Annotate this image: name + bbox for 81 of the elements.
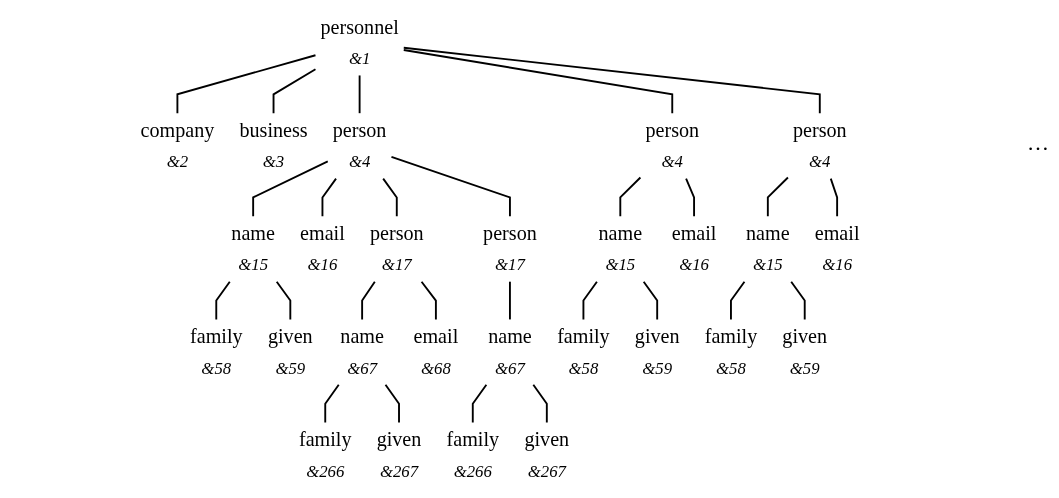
connector: [619, 176, 642, 218]
node-text: email: [671, 222, 717, 244]
node-text: name: [746, 222, 790, 244]
node-text: email: [814, 222, 860, 244]
connector: [730, 280, 746, 321]
connector: [532, 383, 548, 424]
connector: [790, 280, 806, 321]
connector: [384, 383, 400, 424]
node-text: person: [645, 119, 700, 141]
node-text: family: [446, 428, 500, 451]
connector: [215, 280, 231, 321]
connector: [829, 177, 839, 218]
node-text: name: [488, 325, 532, 348]
node-label: &58: [201, 358, 232, 378]
connector: [390, 155, 511, 218]
node-label: &15: [752, 255, 783, 275]
connector: [382, 177, 398, 218]
node-text: company: [140, 119, 215, 141]
node-label: &2: [166, 152, 189, 172]
connector: [685, 177, 695, 218]
connector: [252, 160, 329, 218]
node-text: family: [190, 325, 243, 348]
node-label: &267: [379, 461, 419, 481]
node-text: person: [792, 119, 847, 141]
node-text: family: [298, 428, 352, 451]
node-label: &59: [642, 358, 673, 378]
node-text: email: [300, 222, 345, 244]
node-text: email: [413, 325, 459, 348]
node-text: given: [782, 325, 828, 348]
node-label: &4: [348, 152, 371, 172]
node-text: name: [231, 222, 275, 244]
node-text: person: [369, 222, 424, 244]
connector: [642, 280, 659, 321]
connector: [176, 54, 317, 115]
node-label: &67: [347, 358, 378, 378]
node-label: &16: [822, 255, 853, 275]
connector: [402, 49, 674, 115]
node-label: &68: [420, 358, 451, 378]
node-label: &4: [809, 152, 831, 172]
node-label: &266: [453, 461, 492, 481]
node-text: given: [376, 428, 422, 451]
node-label: &59: [789, 358, 820, 378]
connector: [272, 68, 317, 115]
ellipsis-text: …: [1027, 130, 1049, 156]
connector: [420, 280, 437, 321]
node-label: &16: [307, 255, 338, 275]
node-label: &15: [605, 255, 636, 275]
node-label: &58: [716, 358, 746, 378]
connector: [766, 176, 789, 218]
node-label: &67: [495, 358, 525, 378]
node-text: family: [704, 325, 758, 348]
node-label: &17: [495, 255, 525, 275]
node-text: given: [267, 325, 313, 348]
node-label: &1: [348, 49, 371, 68]
node-text: business: [239, 119, 308, 141]
node-text: name: [598, 222, 643, 244]
connector: [509, 280, 511, 321]
node-text: given: [524, 428, 570, 451]
connector: [324, 383, 340, 424]
node-text: given: [634, 325, 680, 348]
node-label: &4: [661, 152, 683, 172]
node-label: &58: [568, 358, 599, 378]
connector: [321, 177, 337, 218]
node-label: &15: [238, 255, 269, 275]
node-label: &266: [306, 461, 345, 481]
node-text: personnel: [320, 16, 399, 38]
connector: [402, 46, 821, 115]
node-text: family: [557, 325, 610, 348]
node-label: &267: [527, 461, 566, 481]
node-label: &16: [679, 255, 709, 275]
connector: [471, 383, 488, 424]
connector: [361, 280, 376, 321]
node-text: name: [340, 325, 384, 348]
node-label: &3: [262, 152, 285, 172]
connector: [582, 280, 598, 321]
node-text: person: [483, 222, 537, 244]
node-label: &17: [381, 255, 412, 275]
connector: [275, 280, 292, 321]
node-text: person: [332, 119, 387, 141]
node-label: &59: [275, 358, 306, 378]
connector: [358, 74, 361, 115]
